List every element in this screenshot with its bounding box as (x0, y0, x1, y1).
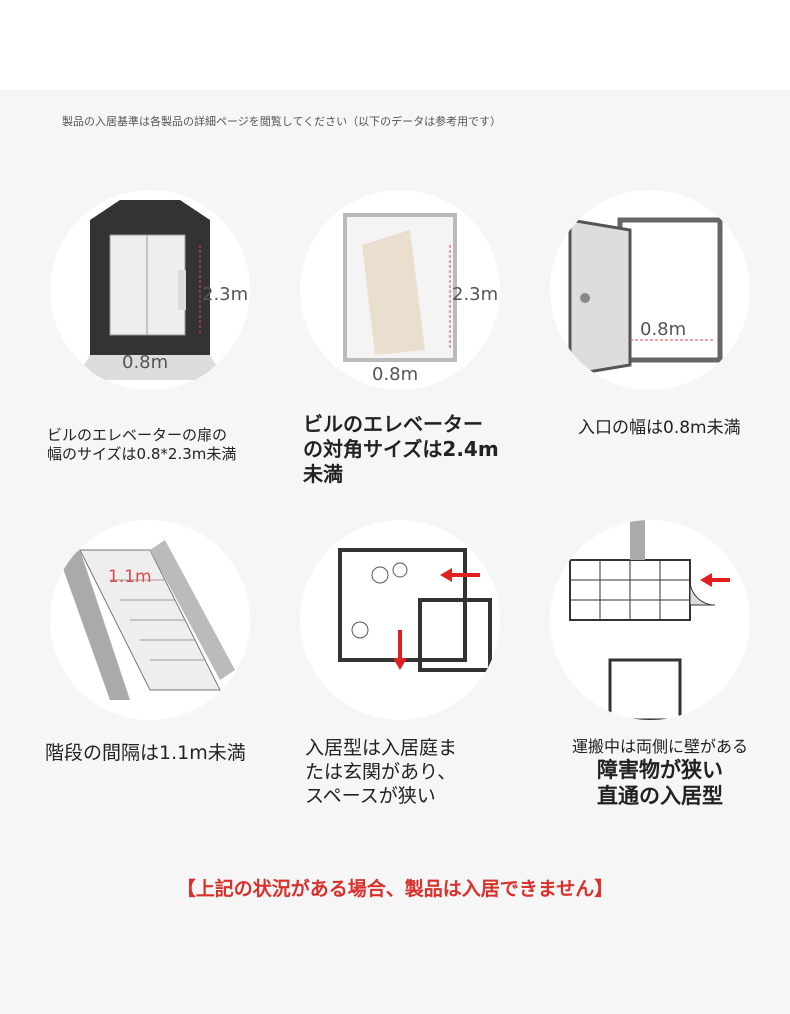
stairs-illustration: 1.1m (50, 520, 250, 720)
caption-0: ビルのエレベーターの扉の幅のサイズは0.8*2.3m未満 (47, 426, 237, 463)
caption-5: 運搬中は両側に壁がある障害物が狭い直通の入居型 (571, 737, 748, 809)
svg-text:0.8m: 0.8m (122, 352, 168, 373)
caption-3: 階段の間隔は1.1m未満 (45, 742, 246, 764)
notice-text: 製品の入居基準は各製品の詳細ページを閲覧してください（以下のデータは参考用です） (62, 115, 502, 128)
caption-4: 入居型は入居庭または玄関があり、スペースが狭い (305, 737, 458, 807)
svg-text:0.8m: 0.8m (640, 319, 686, 340)
corridor-illustration (550, 520, 750, 720)
svg-text:2.3m: 2.3m (452, 284, 498, 305)
entrance-illustration: 0.8m (550, 190, 750, 390)
elevator-diagonal-illustration: 2.3m 0.8m (300, 190, 500, 390)
garden-floorplan-illustration (300, 520, 500, 720)
elevator-door-illustration: 2.3m 0.8m (50, 190, 250, 390)
svg-text:1.1m: 1.1m (108, 567, 152, 587)
svg-text:2.3m: 2.3m (202, 284, 248, 305)
caption-2: 入口の幅は0.8m未満 (578, 418, 741, 438)
warning-text: 【上記の状況がある場合、製品は入居できません】 (176, 878, 614, 900)
svg-text:0.8m: 0.8m (372, 364, 418, 385)
